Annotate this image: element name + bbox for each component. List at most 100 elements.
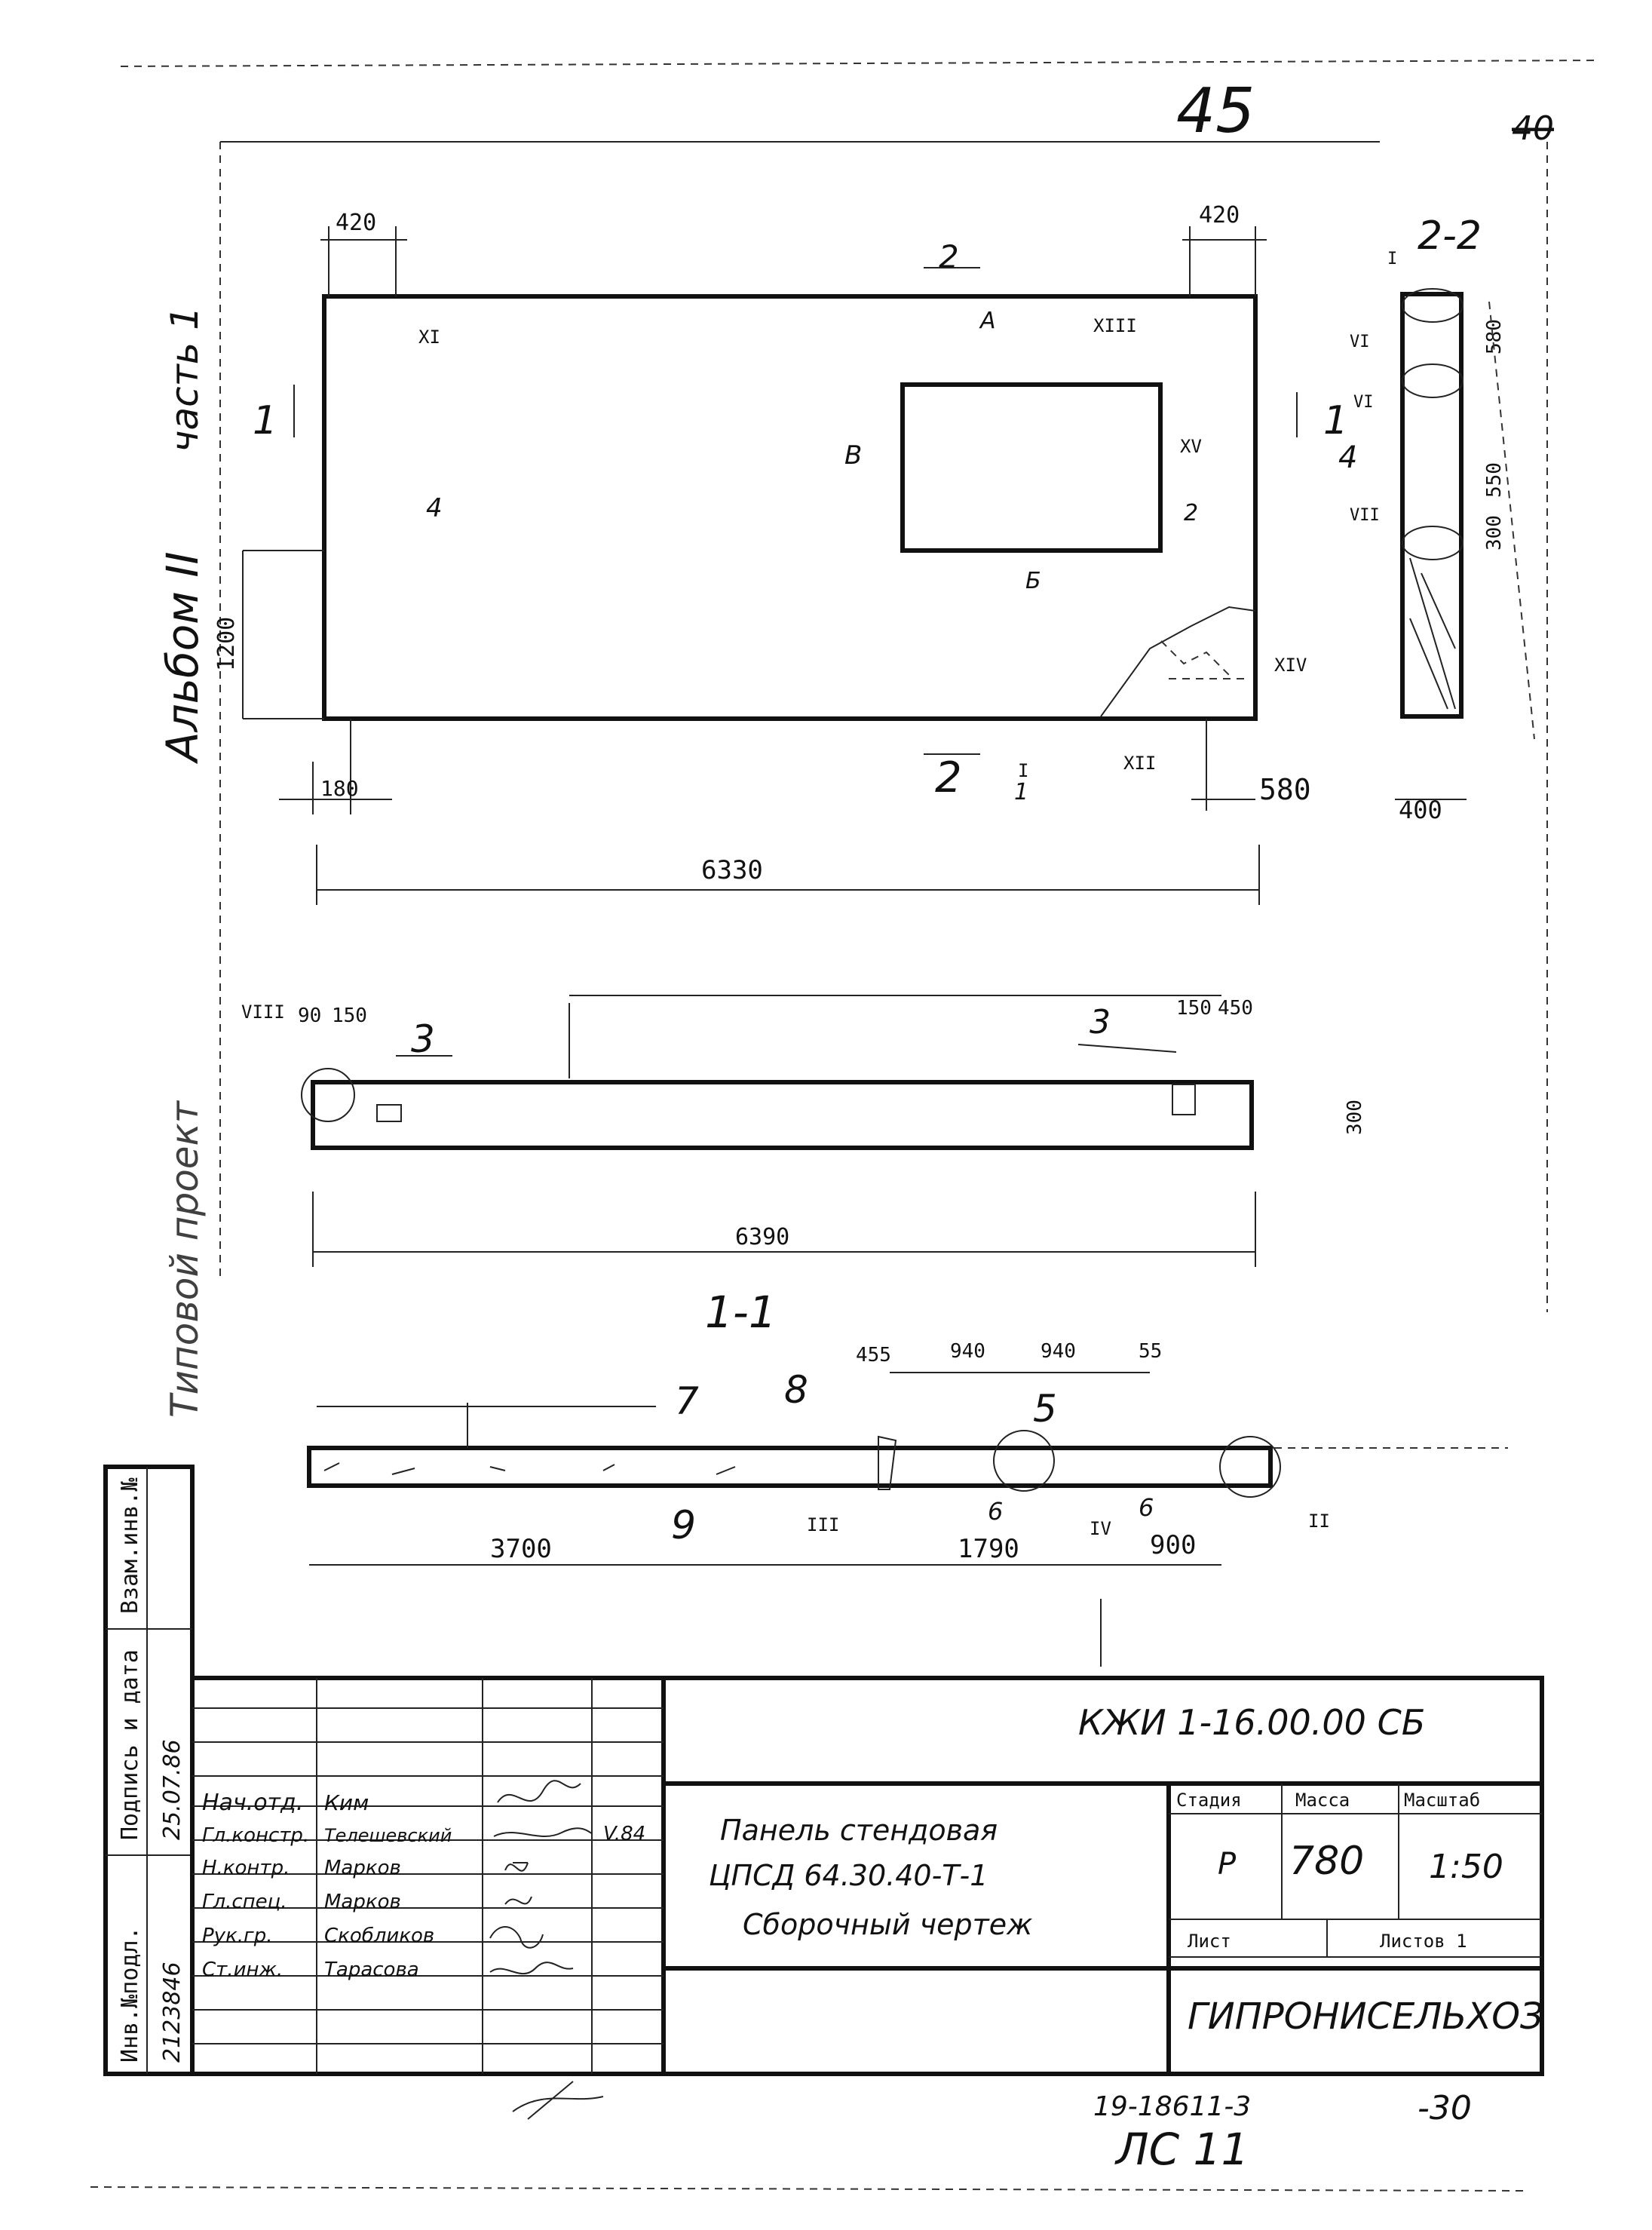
panel-outline bbox=[322, 294, 1258, 721]
section-mark-left: 1 bbox=[253, 398, 277, 443]
section-title: 1-1 bbox=[705, 1287, 777, 1338]
sec-pos-5: 5 bbox=[1033, 1387, 1057, 1431]
side-view-2-2: 2-2 400 580 550 300 I VI VI VII 4 bbox=[1338, 213, 1535, 824]
dim-height: 1200 bbox=[213, 617, 240, 671]
approval-date: V.84 bbox=[603, 1823, 645, 1845]
footer-number: -30 bbox=[1418, 2089, 1472, 2127]
page-number: 45 bbox=[1176, 75, 1255, 147]
name-5: Скобликов bbox=[324, 1925, 434, 1947]
archive-number: 19-18611-3 bbox=[1093, 2091, 1251, 2122]
mass-value: 780 bbox=[1289, 1839, 1364, 1884]
elev-dim-height: 300 bbox=[1344, 1100, 1366, 1135]
node-mark-xiii: XIII bbox=[1093, 315, 1137, 336]
sec-dim-top-3: 940 bbox=[1041, 1340, 1076, 1363]
pos-4-plan: 4 bbox=[426, 493, 443, 523]
sheet-label: Лист bbox=[1188, 1931, 1231, 1952]
elevation-view: VIII 90 150 150 450 300 6390 3 3 bbox=[241, 995, 1366, 1267]
side-pos-4: 4 bbox=[1338, 440, 1357, 475]
side-stamp: Взам.инв.№ Подпись и дата Инв.№подл. 25.… bbox=[103, 1465, 195, 2076]
sec-pos-6b: 6 bbox=[1139, 1493, 1154, 1522]
scale-header: Масштаб bbox=[1404, 1790, 1480, 1811]
opening-outline bbox=[900, 382, 1163, 553]
elev-dim-right-1: 150 bbox=[1176, 997, 1212, 1020]
dim-top-right: 420 bbox=[1199, 202, 1240, 229]
doc-code: КЖИ 1-16.00.00 СБ bbox=[1078, 1702, 1425, 1743]
pos-2-plan: 2 bbox=[1184, 500, 1198, 526]
product-name-line-1: Панель стендовая bbox=[720, 1814, 998, 1847]
sec-dim-bottom-2: 1790 bbox=[958, 1534, 1019, 1564]
elev-dim-left-1: 90 bbox=[298, 1005, 321, 1027]
side-view-title: 2-2 bbox=[1418, 213, 1482, 259]
view-mark-top: 2 bbox=[939, 238, 959, 275]
view-mark-bottom: 2 bbox=[935, 753, 962, 802]
side-mark-3: VI bbox=[1353, 393, 1374, 412]
elevation-outline bbox=[311, 1080, 1254, 1150]
sec-dim-bottom-3: 900 bbox=[1150, 1530, 1196, 1560]
elev-pos-3-right: 3 bbox=[1090, 1003, 1111, 1041]
inv-repl-header: Взам.инв.№ bbox=[117, 1477, 143, 1614]
sign-date-value: 25.07.86 bbox=[159, 1739, 185, 1840]
sec-dim-top-1: 455 bbox=[856, 1344, 891, 1367]
side-mark-1: I bbox=[1387, 250, 1397, 268]
dim-bottom-right: 580 bbox=[1259, 773, 1311, 806]
sec-dim-top-2: 940 bbox=[950, 1340, 985, 1363]
product-name-line-3: Сборочный чертеж bbox=[743, 1908, 1032, 1941]
pos-1-plan: 1 bbox=[1014, 779, 1028, 805]
organization: ГИПРОНИСЕЛЬХОЗ bbox=[1188, 1995, 1543, 2038]
node-circle-ii bbox=[1219, 1436, 1281, 1498]
dim-bottom-left: 180 bbox=[320, 776, 359, 801]
inv-orig-header: Инв.№подл. bbox=[117, 1926, 143, 2063]
node-mark-xiv: XIV bbox=[1274, 655, 1307, 676]
side-note: Типовой проект bbox=[163, 1100, 207, 1418]
sec-pos-6a: 6 bbox=[988, 1497, 1003, 1526]
side-dim-width: 400 bbox=[1399, 796, 1442, 824]
role-5: Рук.гр. bbox=[202, 1925, 272, 1947]
old-page-number: 40 bbox=[1512, 109, 1554, 148]
top-scan-line bbox=[120, 60, 1599, 67]
sec-node-iii: III bbox=[807, 1514, 839, 1535]
footer-scribble bbox=[512, 2081, 604, 2120]
stage-value: Р bbox=[1218, 1847, 1237, 1882]
side-panel-outline bbox=[1400, 292, 1464, 719]
section-1-1: 1-1 455 940 940 55 3700 1790 900 7 8 5 9… bbox=[307, 1287, 1508, 1667]
scale-value: 1:50 bbox=[1429, 1848, 1503, 1886]
section-outline bbox=[307, 1446, 1273, 1488]
node-mark-xi: XI bbox=[418, 327, 440, 348]
node-mark-viii: VIII bbox=[241, 1002, 285, 1023]
side-dim-mid: 550 bbox=[1483, 462, 1506, 498]
part-label: часть 1 bbox=[163, 306, 207, 452]
sec-node-ii: II bbox=[1308, 1511, 1330, 1532]
signatures bbox=[489, 1780, 593, 1975]
sec-dim-bottom-1: 3700 bbox=[490, 1534, 552, 1564]
node-mark-i: I bbox=[1018, 760, 1028, 781]
role-4: Гл.спец. bbox=[202, 1891, 287, 1913]
sheet-number: ЛС 11 bbox=[1114, 2124, 1249, 2175]
section-mark-right: 1 bbox=[1323, 398, 1348, 443]
name-1: Ким bbox=[324, 1790, 369, 1815]
opening-mark-a: А bbox=[979, 308, 996, 334]
break-line bbox=[1100, 606, 1256, 717]
role-3: Н.контр. bbox=[202, 1857, 290, 1879]
sec-dim-top-4: 55 bbox=[1139, 1340, 1162, 1363]
sec-node-iv: IV bbox=[1090, 1518, 1111, 1539]
dim-top-left: 420 bbox=[336, 210, 376, 236]
name-4: Марков bbox=[324, 1891, 401, 1913]
title-block: Нач.отд. Гл.констр. Н.контр. Гл.спец. Ру… bbox=[190, 1676, 1544, 2076]
sign-date-header: Подпись и дата bbox=[117, 1649, 143, 1840]
node-mark-xv: XV bbox=[1180, 436, 1202, 457]
name-6: Тарасова bbox=[324, 1959, 419, 1981]
side-dim-low: 300 bbox=[1483, 515, 1506, 551]
opening-mark-b: Б bbox=[1025, 568, 1041, 594]
album-label: Альбом II bbox=[157, 551, 208, 765]
side-mark-2: VI bbox=[1350, 333, 1370, 351]
role-1: Нач.отд. bbox=[202, 1790, 303, 1816]
node-circle-iv bbox=[993, 1430, 1055, 1492]
stage-header: Стадия bbox=[1176, 1790, 1242, 1811]
name-3: Марков bbox=[324, 1857, 401, 1879]
plan-view: 420 420 1200 180 580 6330 1 1 2 2 XI XII… bbox=[213, 202, 1348, 905]
mass-header: Масса bbox=[1295, 1790, 1350, 1811]
side-mark-4: VII bbox=[1350, 506, 1380, 525]
sec-pos-9: 9 bbox=[671, 1503, 696, 1548]
elev-dim-left-2: 150 bbox=[332, 1005, 367, 1027]
